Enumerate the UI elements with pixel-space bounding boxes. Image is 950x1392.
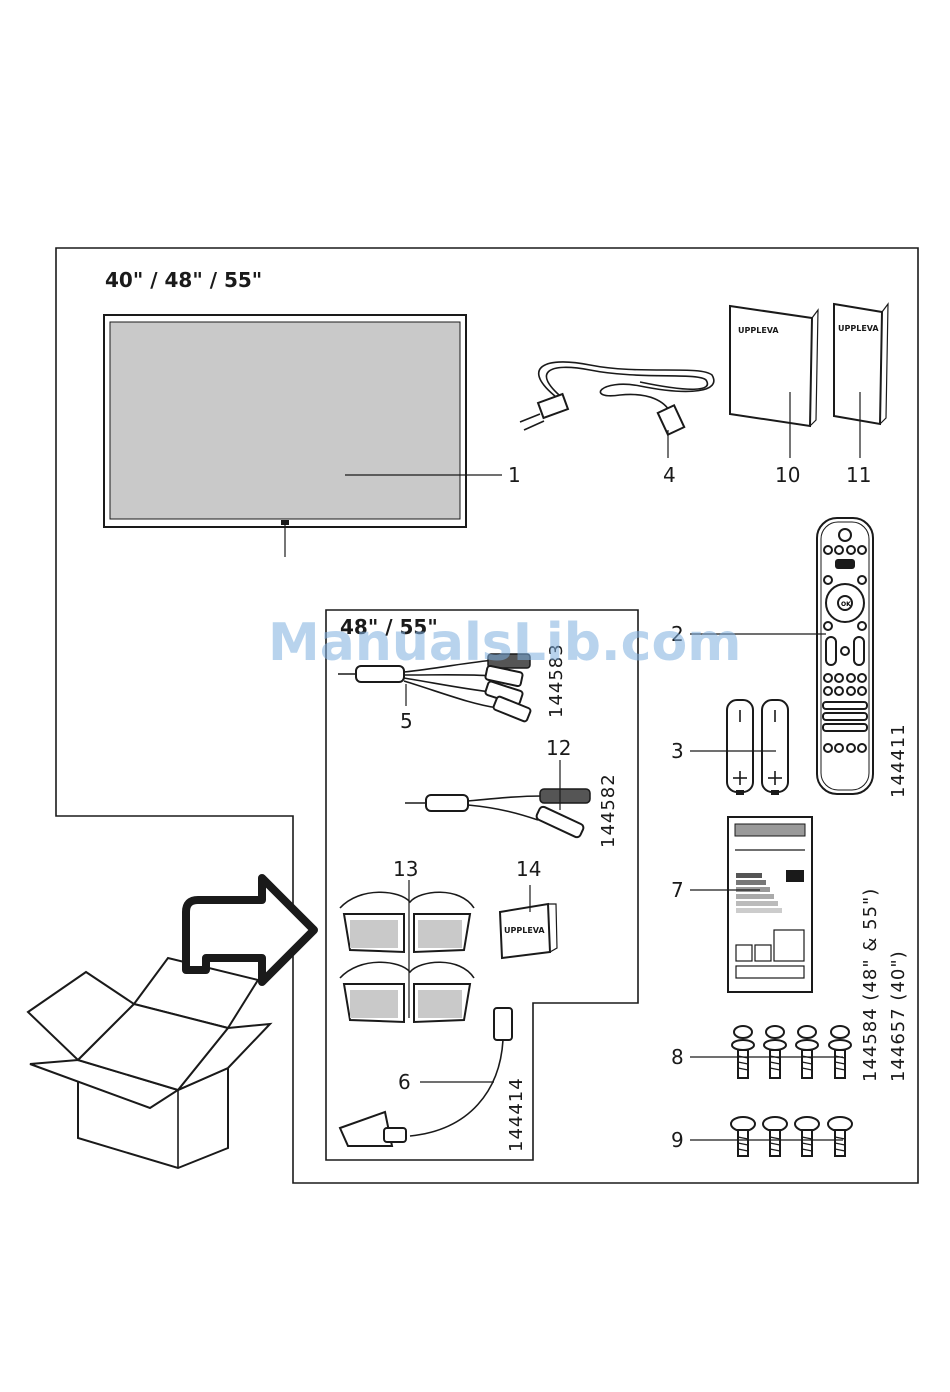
screws-a-illustration <box>690 1026 851 1078</box>
manual-small-title: UPPLEVA <box>838 324 879 333</box>
article-remote: 144411 <box>888 723 909 798</box>
callout-13: 13 <box>393 857 418 881</box>
callout-14: 14 <box>516 857 541 881</box>
unpack-arrow-icon <box>186 878 314 982</box>
manual-large-title: UPPLEVA <box>738 326 779 335</box>
article-audio-adapter: 144582 <box>598 773 619 848</box>
batteries-illustration <box>690 700 788 795</box>
glasses-illustration <box>340 880 474 1022</box>
sizes-header: 40" / 48" / 55" <box>105 268 262 292</box>
inner-frame <box>326 610 638 1160</box>
remote-ok-label: OK <box>841 601 851 608</box>
box-illustration <box>28 958 270 1168</box>
scart-adapter-illustration <box>340 1008 512 1146</box>
audio-adapter-illustration <box>405 760 590 838</box>
callout-11: 11 <box>846 463 871 487</box>
callout-8: 8 <box>671 1045 684 1069</box>
glasses-leaflet-illustration <box>500 885 557 958</box>
tv-illustration <box>104 315 502 557</box>
screws-b-illustration <box>690 1117 852 1156</box>
callout-5: 5 <box>400 709 413 733</box>
callout-12: 12 <box>546 736 571 760</box>
callout-3: 3 <box>671 739 684 763</box>
callout-4: 4 <box>663 463 676 487</box>
energy-label-illustration <box>690 817 812 992</box>
callout-10: 10 <box>775 463 800 487</box>
callout-9: 9 <box>671 1128 684 1152</box>
glasses-leaflet-title: UPPLEVA <box>504 926 545 935</box>
article-screws-b: 144657 (40") <box>888 950 909 1082</box>
article-scart-adapter: 144414 <box>506 1077 527 1152</box>
article-screws-a: 144584 (48" & 55") <box>860 888 881 1082</box>
callout-6: 6 <box>398 1070 411 1094</box>
callout-7: 7 <box>671 878 684 902</box>
power-cord-illustration <box>520 362 714 458</box>
watermark: ManualsLib.com <box>268 613 741 673</box>
callout-1: 1 <box>508 463 521 487</box>
